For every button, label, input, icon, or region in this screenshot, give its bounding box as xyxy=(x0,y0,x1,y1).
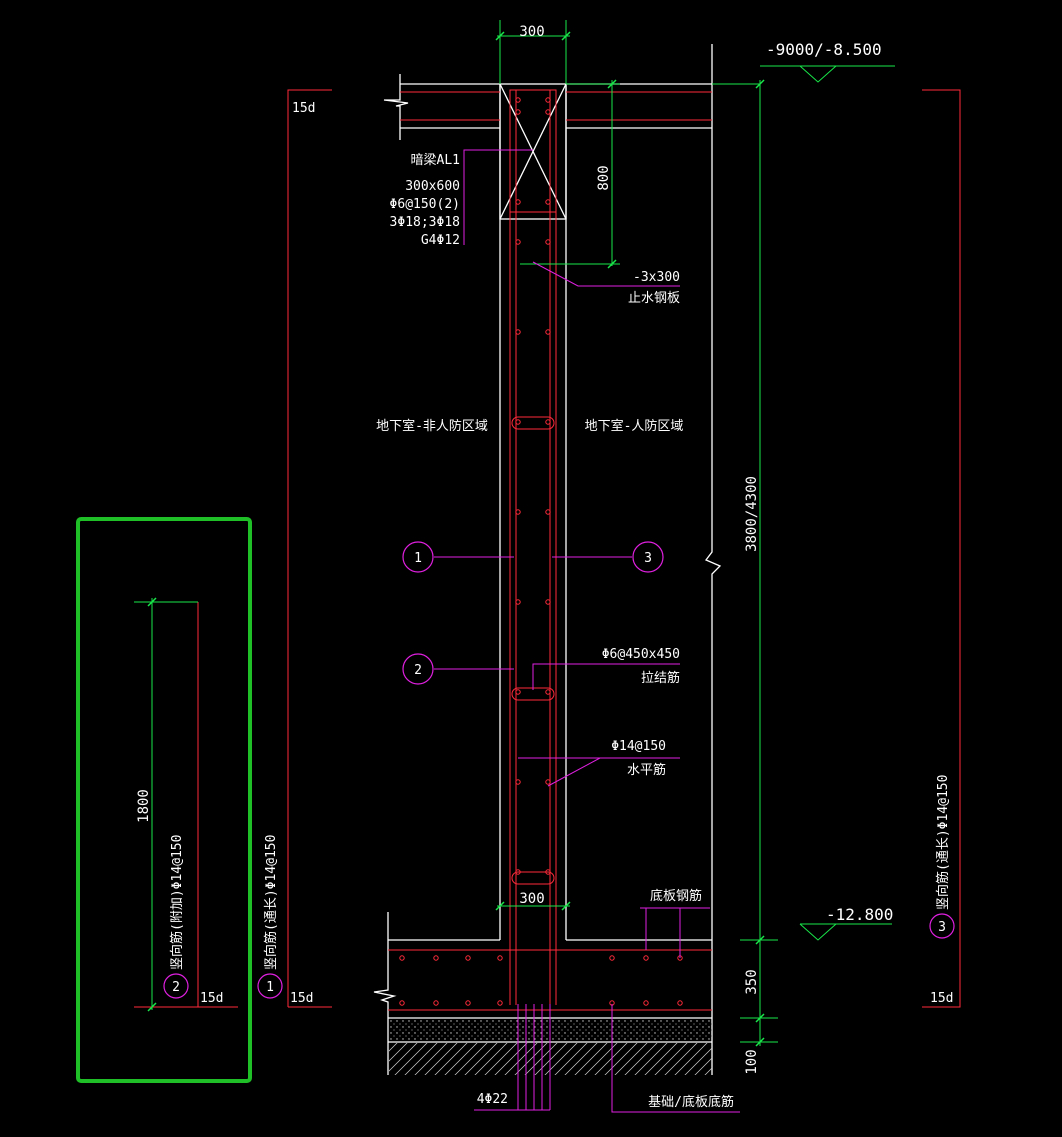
bar1-label: 竖向筋(通长)Φ14@150 xyxy=(263,835,279,970)
rebar-dot xyxy=(643,955,649,961)
zone-left-label: 地下室-非人防区域 xyxy=(376,418,488,434)
dim-bottom-300: 300 xyxy=(519,891,544,907)
elevation-bottom: -12.800 xyxy=(826,905,893,924)
anchor-15d-bar1-bottom: 15d xyxy=(290,991,313,1006)
rebar-dot xyxy=(545,599,551,605)
dim-detail-1800: 1800 xyxy=(136,789,152,823)
rebar-dot xyxy=(515,599,521,605)
beam-size: 300x600 xyxy=(405,179,460,194)
marker-3: 3 xyxy=(644,551,652,566)
beam-stirrup: Φ6@150(2) xyxy=(390,197,460,212)
rebar-dot xyxy=(609,955,615,961)
rebar-dot xyxy=(399,1000,405,1006)
foundation-bar-spec: 4Φ22 xyxy=(477,1092,508,1107)
dim-top-300: 300 xyxy=(519,24,544,40)
rebar-dot xyxy=(515,779,521,785)
rebar-dot xyxy=(545,329,551,335)
waterstop-label: 止水钢板 xyxy=(628,291,680,306)
rebar-dot xyxy=(497,1000,503,1006)
dim-wall-height: 3800/4300 xyxy=(744,476,760,552)
dim-beam-800: 800 xyxy=(596,165,612,190)
selected-detail-box[interactable] xyxy=(76,517,252,1083)
rebar-dot xyxy=(515,109,521,115)
rebar-dot xyxy=(515,329,521,335)
rebar-dot xyxy=(515,419,521,425)
rebar-dot xyxy=(545,199,551,205)
beam-name: 暗梁AL1 xyxy=(411,153,460,168)
zone-right-label: 地下室-人防区域 xyxy=(585,418,684,434)
rebar-dot xyxy=(545,689,551,695)
rebar-dot xyxy=(515,97,521,103)
rebar-dot xyxy=(399,955,405,961)
beam-side-bars: G4Φ12 xyxy=(421,233,460,248)
marker-1: 1 xyxy=(414,551,422,566)
dim-slab-350: 350 xyxy=(744,969,760,994)
rebar-dot xyxy=(515,239,521,245)
rebar-dot xyxy=(515,689,521,695)
horizontal-bar-label: 水平筋 xyxy=(627,762,666,778)
beam-main-bars: 3Φ18;3Φ18 xyxy=(390,215,460,230)
rebar-dot xyxy=(515,869,521,875)
rebar-dot xyxy=(545,509,551,515)
bar2-label: 竖向筋(附加)Φ14@150 xyxy=(169,835,185,970)
dim-cushion-100: 100 xyxy=(744,1049,760,1074)
rebar-dot xyxy=(545,779,551,785)
rebar-dots xyxy=(399,97,683,1006)
elevation-top: -9000/-8.500 xyxy=(766,40,882,59)
rebar-dot xyxy=(515,509,521,515)
marker-2: 2 xyxy=(414,663,422,678)
rebar-dot xyxy=(497,955,503,961)
rebar-dot xyxy=(515,199,521,205)
rebar-dot xyxy=(643,1000,649,1006)
bar3-label: 竖向筋(通长)Φ14@150 xyxy=(935,775,951,910)
tie-bar-spec: Φ6@450x450 xyxy=(602,647,680,662)
bar2-marker: 2 xyxy=(172,980,180,995)
rebar-dot xyxy=(545,239,551,245)
bottom-slab-bar-label: 底板钢筋 xyxy=(650,888,702,904)
rebar-dot xyxy=(545,419,551,425)
rebar-dot xyxy=(433,955,439,961)
anchor-15d-bar2: 15d xyxy=(200,991,223,1006)
rebar-dot xyxy=(545,109,551,115)
horizontal-bar-spec: Φ14@150 xyxy=(611,739,666,754)
leader-lines xyxy=(434,149,740,1113)
waterstop-size: -3x300 xyxy=(633,270,680,285)
rebar-dot xyxy=(433,1000,439,1006)
tie-bar-label: 拉结筋 xyxy=(641,670,680,686)
rebar-dot xyxy=(545,97,551,103)
rebar-lines xyxy=(134,89,961,1011)
foundation-bar-label: 基础/底板底筋 xyxy=(648,1094,734,1110)
dimension-ticks xyxy=(147,31,765,1047)
dimension-lines xyxy=(134,20,895,1046)
rebar-dot xyxy=(677,1000,683,1006)
bar3-marker: 3 xyxy=(938,920,946,935)
anchor-15d-bar3: 15d xyxy=(930,991,953,1006)
anchor-15d-bar1-top: 15d xyxy=(292,101,315,116)
bar1-marker: 1 xyxy=(266,980,274,995)
rebar-dot xyxy=(465,1000,471,1006)
rebar-dot xyxy=(545,869,551,875)
marker-circles xyxy=(163,541,955,999)
rebar-dot xyxy=(465,955,471,961)
